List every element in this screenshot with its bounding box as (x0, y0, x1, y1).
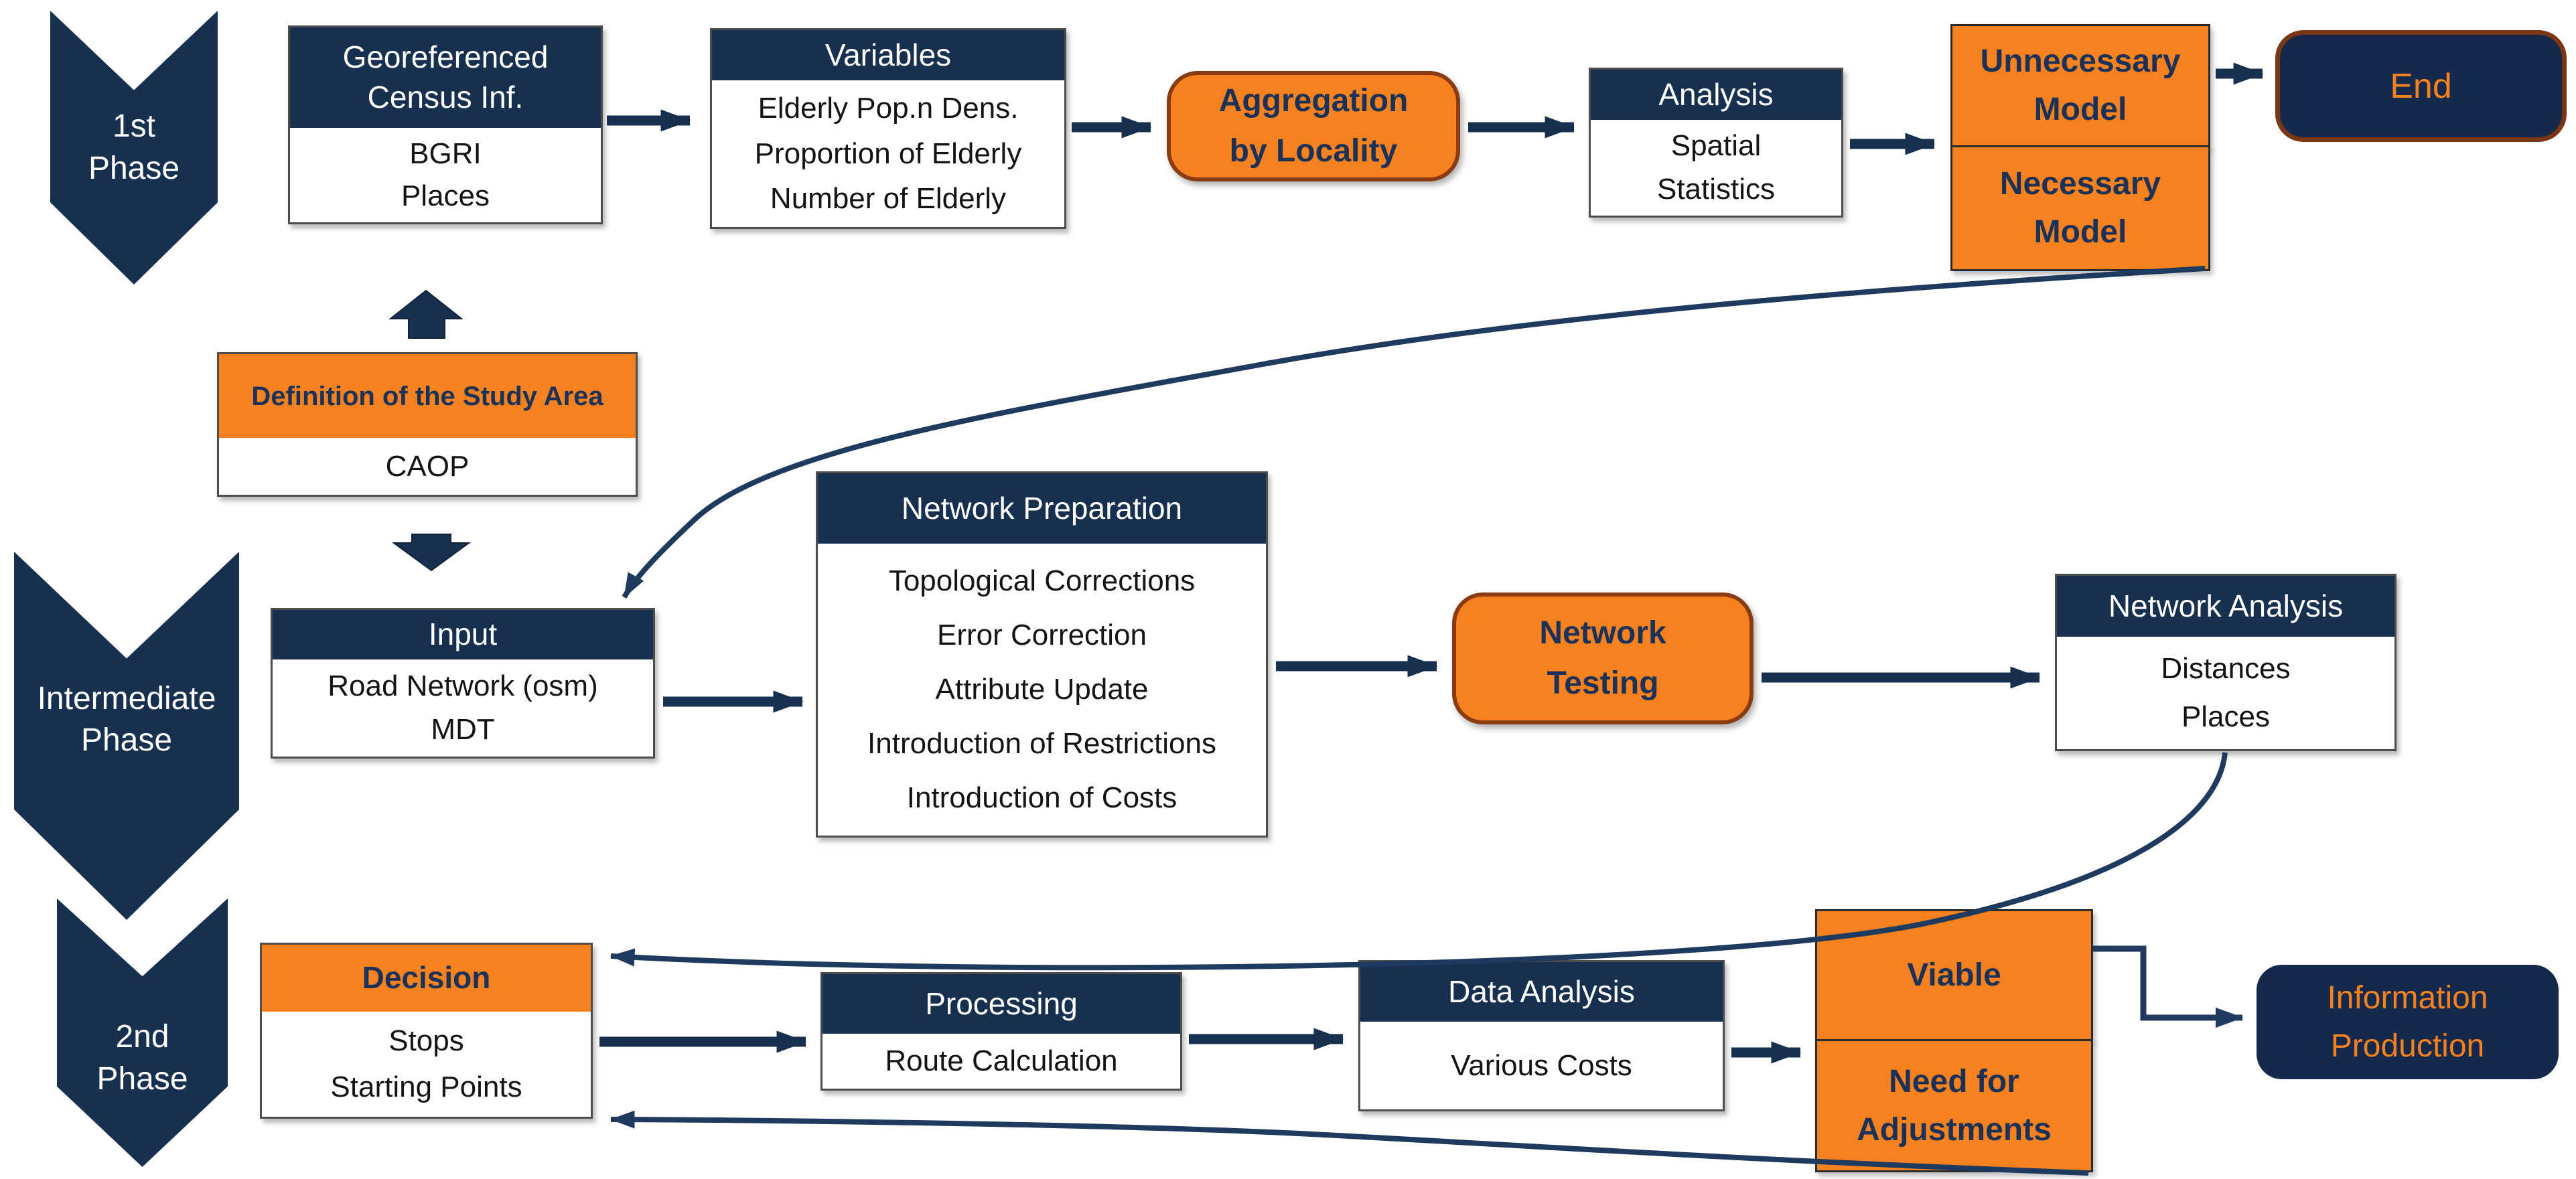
box-variables-header: Variables (712, 30, 1064, 80)
cell-line: Necessary (1999, 166, 2161, 202)
info-line: Production (2330, 1028, 2485, 1064)
list-item: Places (401, 179, 490, 213)
box-definition-study-area-body: CAOP (219, 438, 636, 495)
box-viable: Viable (1815, 909, 2093, 1041)
box-input-header: Input (273, 610, 653, 659)
cell-line: Unnecessary (1980, 44, 2181, 79)
list-item: Various Costs (1451, 1048, 1632, 1082)
box-variables: Variables Elderly Pop.n Dens. Proportion… (710, 28, 1066, 229)
box-input-body: Road Network (osm) MDT (273, 659, 653, 757)
box-analysis-body: Spatial Statistics (1591, 120, 1841, 216)
box-unnecessary-model: Unnecessary Model (1950, 24, 2210, 147)
box-network-analysis-body: Distances Places (2057, 637, 2394, 749)
box-variables-body: Elderly Pop.n Dens. Proportion of Elderl… (712, 80, 1064, 227)
box-aggregation-by-locality: Aggregation by Locality (1167, 71, 1460, 181)
list-item: CAOP (385, 449, 470, 483)
list-item: MDT (431, 713, 495, 746)
box-decision-body: Stops Starting Points (262, 1012, 591, 1117)
box-end: End (2275, 30, 2567, 142)
list-item: Attribute Update (935, 673, 1149, 706)
cell-line: Model (2033, 92, 2127, 127)
phase-banner-second-label: 2nd Phase (96, 1016, 188, 1100)
list-item: Proportion of Elderly (754, 137, 1022, 170)
arrow-definition-up-to-georeferenced (388, 289, 463, 339)
box-decision-header: Decision (262, 945, 591, 1012)
list-item: Introduction of Restrictions (867, 727, 1216, 760)
list-item: Statistics (1656, 172, 1776, 206)
box-definition-study-area: Definition of the Study Area CAOP (217, 352, 638, 497)
box-network-analysis-header: Network Analysis (2057, 576, 2394, 637)
box-network-testing: Network Testing (1452, 593, 1754, 724)
box-processing-body: Route Calculation (822, 1034, 1180, 1089)
box-network-preparation-body: Topological Corrections Error Correction… (818, 544, 1266, 836)
box-necessary-model: Necessary Model (1950, 145, 2210, 271)
cell-line: Model (2033, 214, 2127, 250)
phase-line: Phase (80, 722, 173, 759)
box-data-analysis-body: Various Costs (1360, 1022, 1723, 1109)
phase-line: 1st (112, 108, 155, 145)
box-georeferenced-census-body: BGRI Places (290, 128, 601, 222)
list-item: Number of Elderly (770, 181, 1007, 215)
list-item: Error Correction (937, 619, 1147, 651)
connector-necessary-model-to-input (622, 266, 2206, 599)
list-item: BGRI (409, 137, 482, 170)
phase-line: Intermediate (37, 681, 216, 717)
box-processing-header: Processing (822, 974, 1180, 1034)
header-line: Census Inf. (367, 80, 524, 114)
box-input: Input Road Network (osm) MDT (271, 608, 655, 759)
list-item: Route Calculation (885, 1044, 1118, 1077)
box-network-preparation-header: Network Preparation (818, 473, 1266, 544)
list-item: Places (2181, 700, 2271, 734)
box-data-analysis: Data Analysis Various Costs (1358, 960, 1725, 1111)
list-item: Starting Points (330, 1071, 522, 1103)
list-item: Topological Corrections (888, 564, 1196, 597)
cell-line: Need for (1889, 1063, 2019, 1099)
connector-adjustments-to-decision (610, 1110, 2089, 1176)
list-item: Distances (2161, 651, 2291, 685)
box-analysis-header: Analysis (1591, 70, 1841, 120)
pill-line: Aggregation (1218, 83, 1409, 119)
box-information-production: Information Production (2257, 965, 2559, 1079)
connector-network-analysis-to-decision (610, 752, 2228, 971)
box-processing: Processing Route Calculation (820, 972, 1182, 1091)
connector-viable-to-information-production (2093, 945, 2244, 1028)
box-network-preparation: Network Preparation Topological Correcti… (816, 471, 1268, 838)
phase-banner-first-label: 1st Phase (88, 106, 180, 189)
list-item: Spatial (1670, 129, 1762, 163)
phase-line: Phase (88, 150, 180, 186)
list-item: Stops (388, 1024, 464, 1057)
box-decision: Decision Stops Starting Points (260, 943, 593, 1119)
info-line: Information (2327, 979, 2488, 1016)
list-item: Road Network (osm) (328, 670, 598, 702)
pill-line: Testing (1547, 665, 1659, 701)
phase-banner-intermediate-label: Intermediate Phase (38, 678, 216, 762)
box-need-for-adjustments: Need for Adjustments (1815, 1039, 2093, 1172)
cell-line: Adjustments (1857, 1111, 2052, 1148)
box-analysis: Analysis Spatial Statistics (1589, 68, 1843, 218)
box-georeferenced-census: Georeferenced Census Inf. BGRI Places (288, 25, 603, 224)
pill-line: Network (1539, 615, 1666, 651)
arrow-definition-down-to-input (391, 534, 472, 572)
phase-line: Phase (96, 1060, 188, 1097)
pill-line: by Locality (1229, 133, 1398, 169)
box-georeferenced-census-header: Georeferenced Census Inf. (290, 27, 601, 128)
box-data-analysis-header: Data Analysis (1360, 962, 1723, 1022)
phase-line: 2nd (115, 1019, 169, 1055)
header-line: Georeferenced (342, 40, 549, 75)
box-definition-study-area-header: Definition of the Study Area (219, 354, 636, 438)
list-item: Elderly Pop.n Dens. (758, 92, 1019, 125)
box-network-analysis: Network Analysis Distances Places (2055, 574, 2396, 751)
list-item: Introduction of Costs (906, 781, 1177, 814)
